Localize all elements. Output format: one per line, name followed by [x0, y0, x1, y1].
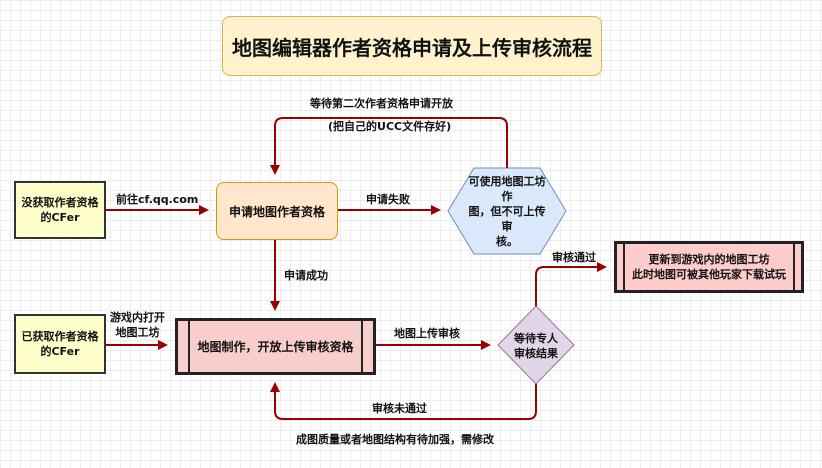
- edge-label-goto-site: 前往cf.qq.com: [116, 193, 199, 206]
- workshop-only-line-3: 核。: [496, 234, 518, 248]
- arrow-review-fail: [270, 382, 537, 420]
- workshop-only-node-text: 可使用地图工坊作 图，但不可上传审 核。: [468, 175, 546, 248]
- arrow-review-pass: [535, 262, 607, 306]
- map-making-node: 地图制作，开放上传审核资格: [175, 318, 376, 375]
- workshop-only-hexagon: [447, 167, 567, 255]
- edge-label-open-in-game-line-2: 地图工坊: [115, 326, 160, 339]
- edge-label-review-pass: 审核通过: [552, 251, 596, 264]
- published-line-2: 此时地图可被其他玩家下载试玩: [632, 268, 786, 281]
- published-line-1: 更新到游戏内的地图工坊: [648, 253, 770, 266]
- arrow-retry-loop: [270, 117, 508, 175]
- edge-label-upload-review: 地图上传审核: [394, 327, 460, 340]
- start-node-no-qualification-line-2: 的CFer: [40, 211, 80, 224]
- edge-label-open-in-game-line-1: 游戏内打开: [110, 311, 165, 324]
- start-node-has-qualification-line-1: 已获取作者资格: [21, 330, 99, 343]
- edge-label-apply-fail: 申请失败: [366, 193, 410, 206]
- start-node-no-qualification: 没获取作者资格 的CFer: [14, 181, 106, 239]
- workshop-only-line-1: 可使用地图工坊作: [468, 174, 546, 203]
- published-node: 更新到游戏内的地图工坊 此时地图可被其他玩家下载试玩: [614, 241, 804, 293]
- start-node-has-qualification: 已获取作者资格 的CFer: [14, 314, 106, 374]
- start-node-has-qualification-line-2: 的CFer: [40, 345, 80, 358]
- wait-review-node-text: 等待专人 审核结果: [506, 326, 566, 366]
- edge-label-save-ucc: (把自己的UCC文件存好): [328, 120, 452, 133]
- edge-label-review-fail: 审核未通过: [372, 402, 427, 415]
- map-making-label: 地图制作，开放上传审核资格: [197, 340, 354, 354]
- wait-review-line-2: 审核结果: [514, 347, 558, 360]
- edge-label-need-fix: 成图质量或者地图结构有待加强，需修改: [296, 433, 494, 446]
- edge-label-wait-second: 等待第二次作者资格申请开放: [310, 97, 453, 110]
- edge-label-apply-success: 申请成功: [284, 269, 328, 282]
- wait-review-line-1: 等待专人: [514, 332, 558, 345]
- workshop-only-line-2: 图，但不可上传审: [468, 204, 546, 233]
- start-node-no-qualification-line-1: 没获取作者资格: [21, 196, 99, 209]
- apply-author-qualification-node: 申请地图作者资格: [216, 182, 338, 240]
- edge-label-open-in-game: 游戏内打开 地图工坊: [110, 310, 165, 340]
- page-title: 地图编辑器作者资格申请及上传审核流程: [222, 16, 602, 76]
